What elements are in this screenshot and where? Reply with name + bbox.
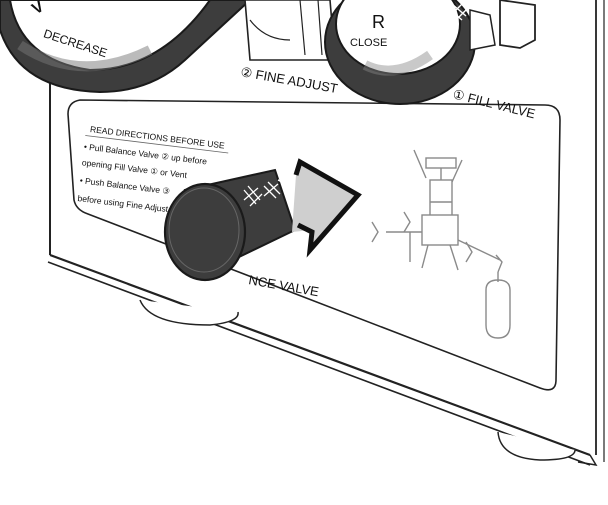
pull-arrow-icon [292, 158, 362, 258]
decrease-knob[interactable]: DECREASE V [0, 0, 252, 94]
valve-stem [244, 0, 336, 61]
fill-valve-knob[interactable]: CLOSE R [324, 0, 476, 105]
gas-schematic-diagram [371, 149, 511, 339]
hex-fitting [469, 0, 536, 51]
balance-valve-knob[interactable] [163, 168, 297, 282]
grip-icon [447, 3, 469, 21]
label-panel [67, 99, 561, 391]
close-label: CLOSE [350, 37, 387, 49]
panel-feet [139, 299, 576, 461]
grip-icon [243, 181, 281, 207]
r-symbol: R [372, 12, 385, 32]
